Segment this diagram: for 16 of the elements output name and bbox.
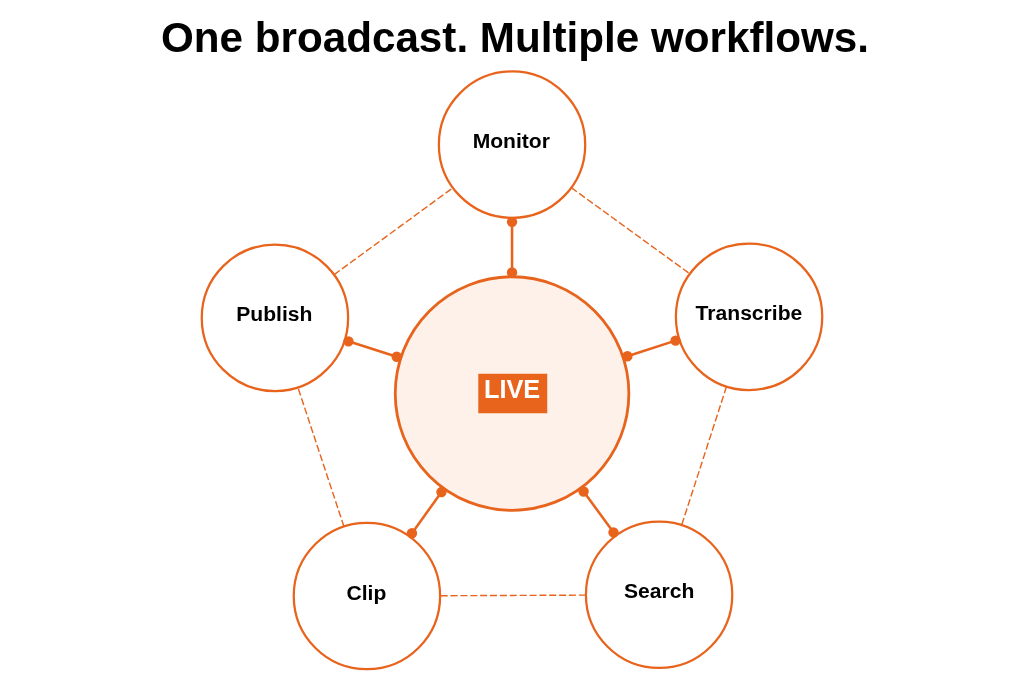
diagram-title: One broadcast. Multiple workflows. — [160, 13, 870, 61]
node-circle: Search — [584, 520, 734, 670]
node-circle: Publish — [200, 243, 350, 393]
connector — [343, 336, 402, 362]
connector — [333, 187, 454, 276]
node-circle: Transcribe — [674, 242, 824, 392]
node-circle: Clip — [292, 521, 442, 671]
connector — [406, 486, 447, 539]
connector — [506, 216, 518, 278]
connector — [570, 186, 691, 275]
connector — [622, 335, 681, 362]
connector — [297, 386, 345, 528]
connector — [439, 594, 587, 597]
node-circle: Monitor — [437, 70, 587, 219]
connector — [578, 486, 619, 538]
connector — [681, 385, 728, 526]
